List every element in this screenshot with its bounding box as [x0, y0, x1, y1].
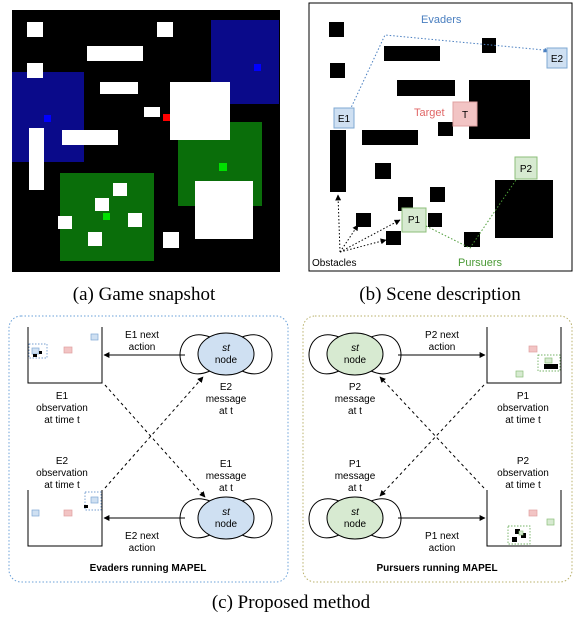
pursuers-label: Pursuers: [458, 257, 503, 269]
e1-obs-1: E1: [56, 391, 69, 402]
p1-msg-1: P1: [349, 459, 362, 470]
pursuer-1-dot: [103, 213, 110, 220]
e2-next-action-1: E2 next: [125, 531, 159, 542]
e2-obs-2: observation: [36, 468, 88, 479]
evader-2-dot: [254, 64, 261, 71]
p2-view-bottom: [486, 490, 562, 547]
target-box: [452, 101, 478, 127]
t-label: T: [462, 110, 468, 121]
e1-msg-1: E1: [220, 459, 233, 470]
p1-next-action-2: action: [429, 543, 456, 554]
caption-c: (c) Proposed method: [212, 592, 371, 613]
evaders-label: Evaders: [421, 14, 462, 26]
p2-obs-2: observation: [497, 468, 549, 479]
e1-obs-2: observation: [36, 403, 88, 414]
e1-view-top: [27, 327, 103, 384]
game-snapshot: [12, 10, 280, 272]
p1-msg-2: message: [335, 471, 376, 482]
e2-box: [546, 47, 568, 69]
evaders-panel: st node st node E1 next action E2 next a…: [8, 315, 289, 583]
scene-description: Evaders E1 E2 Target T P2 P1 Pursuers Ob…: [308, 2, 573, 272]
p1-obs-1: P1: [517, 391, 530, 402]
evaders-panel-frame: [8, 315, 289, 583]
evader-node-bottom-loop: [179, 498, 273, 539]
p1-next-action-1: P1 next: [425, 531, 459, 542]
p2-msg-2: message: [335, 394, 376, 405]
p2-next-action-1: P2 next: [425, 330, 459, 341]
pursuer-node-bottom-loop: [308, 498, 402, 539]
e2-obs-1: E2: [56, 456, 69, 467]
evaders-link: [349, 34, 545, 111]
evader-st-node-bottom: [197, 496, 255, 540]
e1-next-action-1: E1 next: [125, 330, 159, 341]
pursuer-node-bottom-word: node: [344, 519, 367, 530]
evader-node-top-st: st: [222, 343, 231, 354]
p1-msg-3: at t: [348, 483, 362, 494]
p2-next-action-2: action: [429, 342, 456, 353]
caption-a: (a) Game snapshot: [73, 284, 216, 305]
pursuer-node-top-st: st: [351, 343, 360, 354]
p1-view-top: [486, 327, 562, 384]
p1-box: [401, 207, 427, 233]
p1-label: P1: [408, 215, 421, 226]
p2-obs-3: at time t: [505, 480, 541, 491]
target-label: Target: [414, 107, 445, 119]
caption-b: (b) Scene description: [359, 284, 521, 305]
pursuers-panel-frame: [302, 315, 573, 583]
evaders-panel-title: Evaders running MAPEL: [90, 563, 207, 574]
p2-msg-1: P2: [349, 382, 362, 393]
obstacles-label: Obstacles: [312, 258, 356, 269]
e2-obs-3: at time t: [44, 480, 80, 491]
e1-msg-2: message: [206, 471, 247, 482]
pursuer-node-bottom-st: st: [351, 507, 360, 518]
p1-obs-3: at time t: [505, 415, 541, 426]
pursuers-link: [425, 179, 517, 249]
obstacles-pointers: [335, 194, 401, 253]
pursuer-st-node-top: [326, 332, 384, 376]
e2-msg-2: message: [206, 394, 247, 405]
p2-label: P2: [520, 164, 533, 175]
evader-1-dot: [44, 115, 51, 122]
p1-obs-2: observation: [497, 403, 549, 414]
pursuer-2-dot: [219, 163, 227, 171]
e2-next-action-2: action: [129, 543, 156, 554]
pursuer-st-node-bottom: [326, 496, 384, 540]
evader-node-bottom-st: st: [222, 507, 231, 518]
target-dot: [163, 114, 170, 121]
pursuers-panel: st node st node P2 next action P1 next a…: [302, 315, 573, 583]
e2-label: E2: [551, 54, 564, 65]
p2-msg-3: at t: [348, 406, 362, 417]
e2-msg-1: E2: [220, 382, 233, 393]
snapshot-obstacles: [27, 22, 253, 248]
e1-next-action-2: action: [129, 342, 156, 353]
p2-box: [514, 156, 538, 180]
e1-msg-3: at t: [219, 483, 233, 494]
e1-label: E1: [338, 114, 351, 125]
pursuers-panel-title: Pursuers running MAPEL: [376, 563, 497, 574]
evader-node-bottom-word: node: [215, 519, 238, 530]
e2-msg-3: at t: [219, 406, 233, 417]
evader-node-top-word: node: [215, 355, 238, 366]
e1-obs-3: at time t: [44, 415, 80, 426]
pursuer-node-top-word: node: [344, 355, 367, 366]
p2-obs-1: P2: [517, 456, 530, 467]
evader-st-node-top: [197, 332, 255, 376]
scene-obstacles: [329, 22, 553, 247]
e2-view-bottom: [27, 490, 103, 547]
e1-box: [333, 107, 355, 129]
